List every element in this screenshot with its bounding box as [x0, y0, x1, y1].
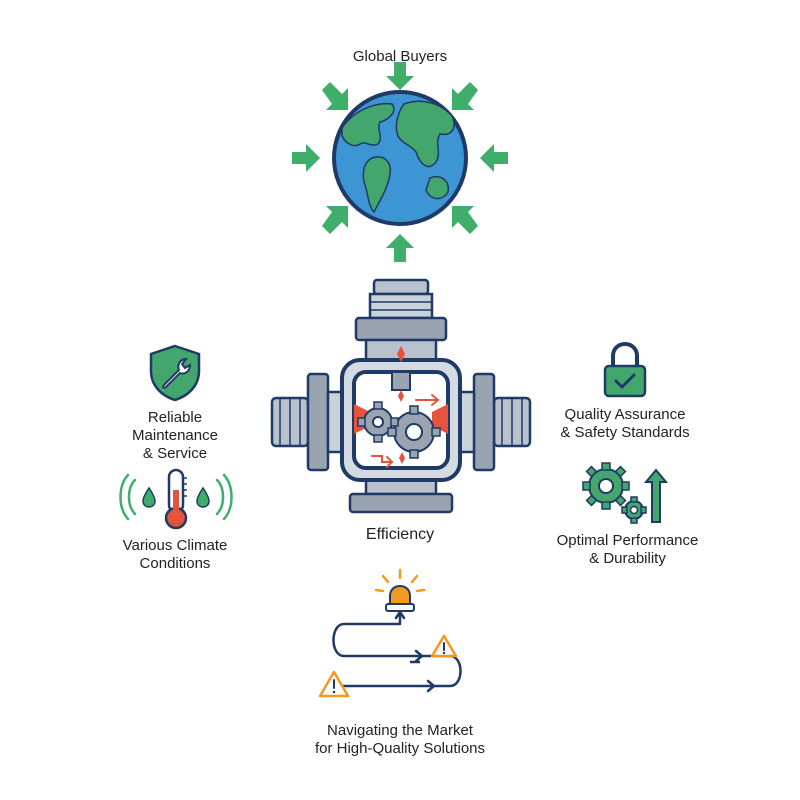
arrow-top-icon	[386, 62, 414, 90]
maintenance-line-1: Reliable	[147, 409, 203, 426]
shield-wrench-icon	[149, 344, 201, 402]
quality-line-2: & Safety Standards	[560, 424, 690, 441]
quality-line-1: Quality Assurance	[564, 406, 686, 423]
warning-icon	[318, 670, 350, 698]
quality-label: Quality Assurance & Safety Standards	[545, 406, 705, 442]
thermometer-icon	[119, 468, 233, 530]
padlock-check-icon	[603, 341, 647, 398]
climate-line-1: Various Climate	[122, 537, 228, 554]
maintenance-line-3: & Service	[142, 445, 208, 462]
market-line-1: Navigating the Market	[327, 722, 473, 739]
arrow-left-icon	[292, 144, 320, 172]
market-label: Navigating the Market for High-Quality S…	[270, 722, 530, 758]
performance-line-1: Optimal Performance	[556, 532, 699, 549]
arrow-top-right-icon	[452, 82, 478, 110]
global-buyers-label: Global Buyers	[352, 48, 448, 65]
climate-label: Various Climate Conditions	[105, 537, 245, 573]
market-line-2: for High-Quality Solutions	[314, 740, 486, 757]
valve-gear-icon	[270, 278, 532, 514]
climate-line-2: Conditions	[139, 555, 211, 572]
gears-arrow-icon	[582, 462, 669, 524]
inward-arrows	[292, 62, 508, 262]
performance-line-2: & Durability	[589, 550, 666, 567]
beacon-icon	[374, 568, 426, 612]
globe-icon	[292, 62, 508, 262]
arrow-bottom-right-icon	[452, 206, 478, 234]
arrow-right-icon	[480, 144, 508, 172]
maintenance-line-2: Maintenance	[132, 427, 218, 444]
winding-path-icon	[318, 568, 462, 698]
performance-label: Optimal Performance & Durability	[540, 532, 715, 568]
warning-icon	[430, 634, 458, 658]
arrow-bottom-icon	[386, 234, 414, 262]
arrow-top-left-icon	[322, 82, 348, 110]
arrow-bottom-left-icon	[322, 206, 348, 234]
maintenance-label: Reliable Maintenance & Service	[110, 409, 240, 463]
efficiency-label: Efficiency	[365, 526, 435, 543]
